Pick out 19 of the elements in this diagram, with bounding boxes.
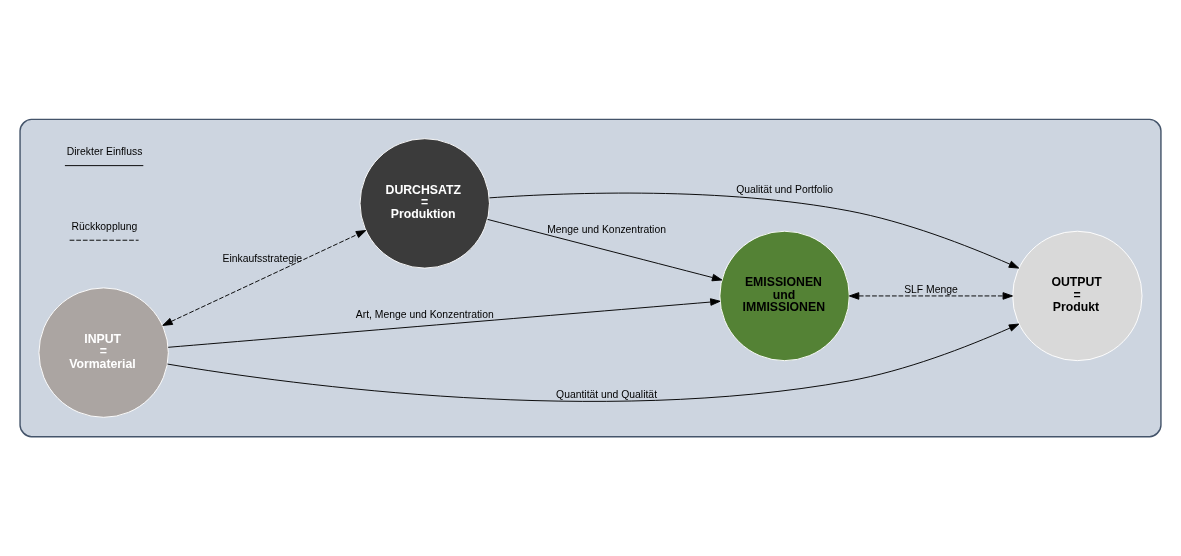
node-circle: OUTPUT = Produkt xyxy=(1012,230,1143,362)
edge-label: SLF Menge xyxy=(904,283,958,295)
cluster xyxy=(19,118,1162,438)
node-circle: DURCHSATZ = Produktion xyxy=(359,138,490,269)
node-circle: EMISSIONEN und IMMISSIONEN xyxy=(719,230,850,362)
arrow xyxy=(489,192,1020,269)
arrow xyxy=(848,292,1013,300)
edge-label: Einkaufsstrategie xyxy=(222,252,303,264)
arrow xyxy=(167,298,721,348)
edge-label: Qualität und Portfolio xyxy=(736,183,834,195)
arrow xyxy=(167,323,1020,402)
legend-label: Rückkopplung xyxy=(71,220,138,232)
edge-label: Art, Menge und Konzentration xyxy=(355,309,494,321)
legend-label: Direkter Einfluss xyxy=(66,146,143,158)
edge-label: Quantität und Qualität xyxy=(556,388,658,400)
edge-label: Menge und Konzentration xyxy=(547,224,666,236)
arrow xyxy=(162,230,367,326)
node-circle: INPUT = Vormaterial xyxy=(38,287,169,418)
arrow xyxy=(487,218,723,282)
